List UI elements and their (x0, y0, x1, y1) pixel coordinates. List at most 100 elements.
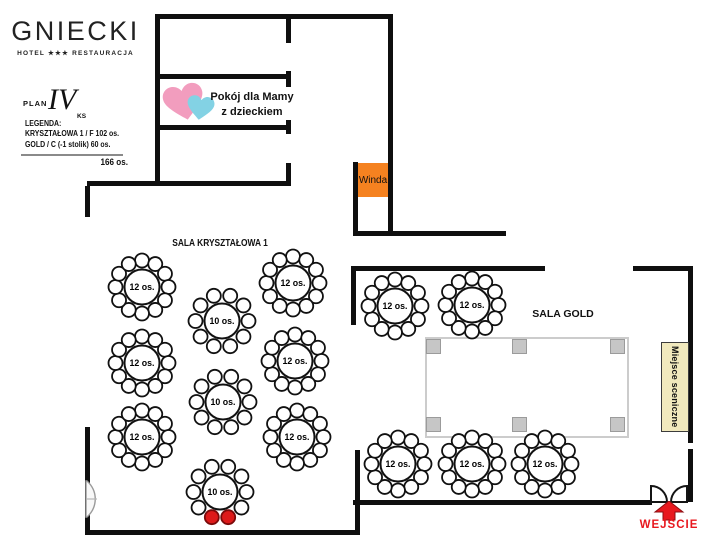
chair (490, 297, 507, 313)
chair (271, 252, 288, 268)
table-capacity-label: 12 os. (285, 432, 310, 442)
table-top (453, 286, 491, 324)
chair (160, 429, 177, 445)
wall (286, 163, 291, 181)
stage-marker (610, 417, 625, 432)
chair (120, 332, 137, 348)
wall (85, 186, 90, 217)
chair (413, 298, 430, 314)
gold-title: SALA GOLD (532, 308, 594, 320)
chair (450, 433, 467, 449)
chair (441, 310, 457, 327)
chair (147, 332, 164, 348)
chair (238, 484, 255, 500)
chair (487, 469, 503, 486)
mother-room-label: Pokój dla Mamy z dzieckiem (197, 90, 307, 120)
chair (373, 321, 390, 337)
chair (477, 479, 494, 495)
chair (413, 469, 429, 486)
chair (364, 311, 380, 328)
chair (157, 292, 173, 309)
chair (310, 339, 326, 356)
chair (235, 328, 252, 345)
table-top (204, 383, 242, 421)
chair (367, 469, 383, 486)
chair (240, 313, 257, 329)
chair (190, 468, 207, 485)
table-top (123, 418, 161, 456)
chair (400, 275, 417, 291)
wall (87, 181, 291, 186)
legend: LEGENDA: KRYSZTAŁOWA 1 / F 102 os. GOLD … (25, 119, 164, 150)
chair (289, 455, 305, 472)
chair (223, 419, 240, 436)
chair (464, 270, 480, 287)
chair (364, 284, 380, 301)
chair (464, 323, 480, 340)
chair (413, 442, 429, 459)
chair (262, 288, 278, 305)
chair (262, 429, 279, 445)
chair (563, 456, 580, 472)
chair (289, 402, 305, 419)
chair (220, 458, 237, 475)
table-top (203, 302, 241, 340)
chair (390, 482, 406, 499)
chair (147, 256, 164, 272)
chair (550, 433, 567, 449)
chair (205, 287, 222, 304)
chair (437, 297, 454, 313)
chair (266, 415, 282, 432)
chair (160, 279, 177, 295)
chair (300, 330, 317, 346)
legend-divider (21, 153, 123, 156)
chair (233, 468, 250, 485)
chair (134, 328, 150, 345)
chair (477, 274, 494, 290)
chair (560, 442, 576, 459)
chair (400, 321, 417, 337)
table-12-seats: 12 os. (510, 429, 580, 499)
stage-marker (426, 339, 441, 354)
chair (107, 355, 124, 371)
chair (147, 302, 164, 318)
table-10-seats: 10 os. (185, 458, 255, 526)
chair (441, 442, 457, 459)
hearts-icon (162, 82, 215, 120)
chair (147, 378, 164, 394)
chair (233, 499, 250, 516)
chair (387, 324, 403, 341)
mother-room-label-line1: Pokój dla Mamy (210, 91, 294, 103)
stage-marker (512, 417, 527, 432)
table-12-seats: 12 os. (260, 326, 330, 396)
table-top (276, 342, 314, 380)
chair (206, 419, 223, 436)
chair (275, 406, 292, 422)
wall (286, 19, 291, 43)
wall (155, 14, 160, 186)
chair (450, 320, 467, 336)
table-12-seats: 12 os. (258, 248, 328, 318)
table-capacity-label: 10 os. (210, 316, 235, 326)
hotel-logo-title: GNIECKI (11, 16, 140, 46)
chair (308, 261, 324, 278)
chair (236, 409, 253, 426)
chair (157, 442, 173, 459)
table-top (201, 473, 239, 511)
chair (300, 376, 317, 392)
chair (287, 379, 303, 396)
elevator-label: Winda (358, 174, 388, 186)
chair (241, 394, 258, 410)
chair (222, 287, 239, 304)
chair (111, 341, 127, 358)
chair (298, 298, 315, 314)
wall (688, 449, 693, 502)
chair (477, 320, 494, 336)
chair (367, 442, 383, 459)
chair (134, 402, 150, 419)
chair (403, 479, 420, 495)
chair (157, 368, 173, 385)
table-capacity-label: 12 os. (383, 301, 408, 311)
entrance-label: WEJŚCIE (639, 519, 699, 531)
chair (315, 429, 332, 445)
